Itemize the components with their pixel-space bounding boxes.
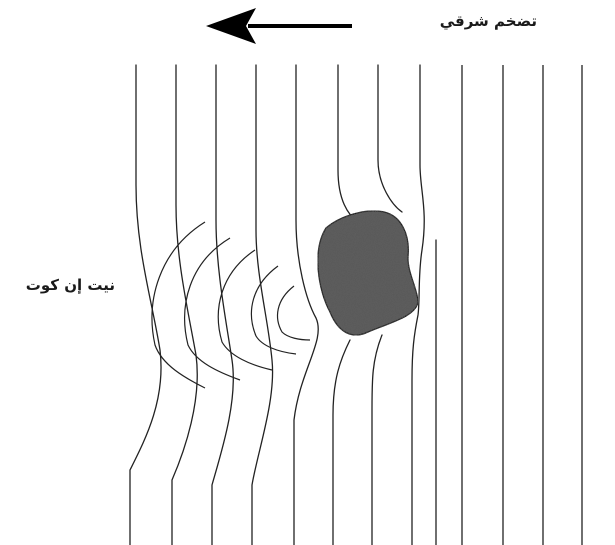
foliation-line-4 bbox=[252, 65, 273, 545]
cross-cutting-arcs bbox=[152, 222, 310, 388]
foliation-line-2 bbox=[172, 65, 197, 545]
arc-3 bbox=[218, 250, 272, 370]
straight-foliation-lines bbox=[462, 65, 582, 545]
foliation-line-1 bbox=[130, 65, 161, 545]
foliation-line-5 bbox=[294, 65, 318, 545]
foliation-line-3 bbox=[212, 65, 233, 545]
rigid-clast bbox=[318, 211, 418, 335]
shear-direction-label: تضخم شرقي bbox=[440, 12, 537, 30]
net-in-cut-label: نيت إن كوت bbox=[26, 276, 115, 294]
arc-5 bbox=[278, 286, 310, 340]
shear-arrow bbox=[206, 8, 352, 44]
arc-4 bbox=[251, 266, 296, 354]
